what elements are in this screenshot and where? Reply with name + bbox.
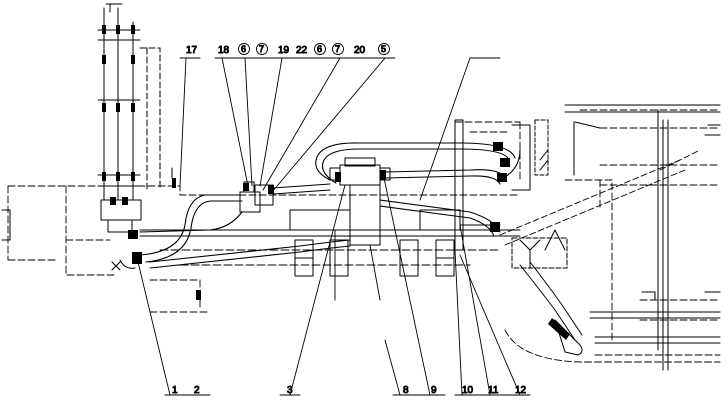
right-cylinder-assembly — [454, 119, 583, 356]
callout-7a: 7 — [259, 44, 264, 54]
callout-11: 11 — [488, 385, 499, 396]
callout-19: 19 — [278, 45, 290, 56]
callout-20: 20 — [354, 45, 366, 56]
bottom-callouts: 1 2 3 8 9 10 11 12 — [172, 385, 528, 397]
callout-5: 5 — [381, 44, 386, 54]
callout-7b: 7 — [335, 44, 340, 54]
left-mast-fittings — [102, 25, 135, 181]
callout-7b-circle — [332, 43, 344, 55]
callout-9: 9 — [431, 385, 437, 396]
chassis-outline — [7, 109, 721, 363]
top-callouts: 17 18 6 7 19 22 6 7 20 5 — [186, 43, 390, 57]
left-bracket — [1, 167, 173, 271]
frame-rails — [564, 104, 721, 371]
callout-6b-circle — [314, 43, 326, 55]
control-valve-component — [239, 181, 274, 213]
callout-10: 10 — [462, 385, 474, 396]
callout-6b: 6 — [317, 44, 322, 54]
callout-17: 17 — [186, 45, 198, 56]
cylinder-rod-end — [548, 318, 570, 340]
callout-7a-circle — [256, 43, 268, 55]
callout-8: 8 — [403, 385, 409, 396]
drive-line — [499, 149, 701, 246]
callout-18: 18 — [218, 45, 230, 56]
left-mast — [97, 3, 161, 233]
callout-6a: 6 — [241, 44, 246, 54]
callout-6a-circle — [238, 43, 250, 55]
callout-1: 1 — [172, 385, 178, 396]
callout-12: 12 — [515, 385, 527, 396]
callout-2: 2 — [194, 385, 200, 396]
callout-5-circle — [378, 43, 390, 55]
callout-22: 22 — [296, 45, 308, 56]
hose-fittings — [110, 142, 510, 300]
callout-3: 3 — [287, 385, 293, 396]
leader-lines — [137, 57, 531, 396]
